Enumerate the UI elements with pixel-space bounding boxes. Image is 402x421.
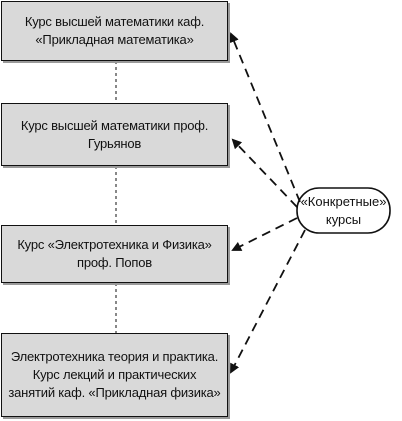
course-box-applied-physics: Электротехника теория и практика. Курс л…	[1, 333, 228, 417]
arrow-to-box-2	[231, 138, 298, 208]
arrow-to-box-3	[231, 217, 298, 251]
course-box-popov: Курс «Электротехника и Физика» проф. Поп…	[1, 225, 228, 283]
arrow-to-box-1	[229, 32, 301, 203]
category-ellipse	[296, 187, 391, 234]
course-box-applied-math: Курс высшей математики каф. «Прикладная …	[1, 1, 228, 61]
course-box-guryanov: Курс высшей математики проф. Гурьянов	[1, 103, 228, 166]
course-box-applied-physics-label: Электротехника теория и практика. Курс л…	[8, 349, 221, 400]
category-label: «Конкретные» курсы	[300, 193, 387, 227]
course-box-popov-label: Курс «Электротехника и Физика» проф. Поп…	[17, 237, 212, 270]
course-box-applied-math-label: Курс высшей математики каф. «Прикладная …	[24, 14, 205, 47]
course-box-guryanov-label: Курс высшей математики проф. Гурьянов	[20, 117, 209, 151]
arrow-to-box-4	[230, 229, 306, 374]
